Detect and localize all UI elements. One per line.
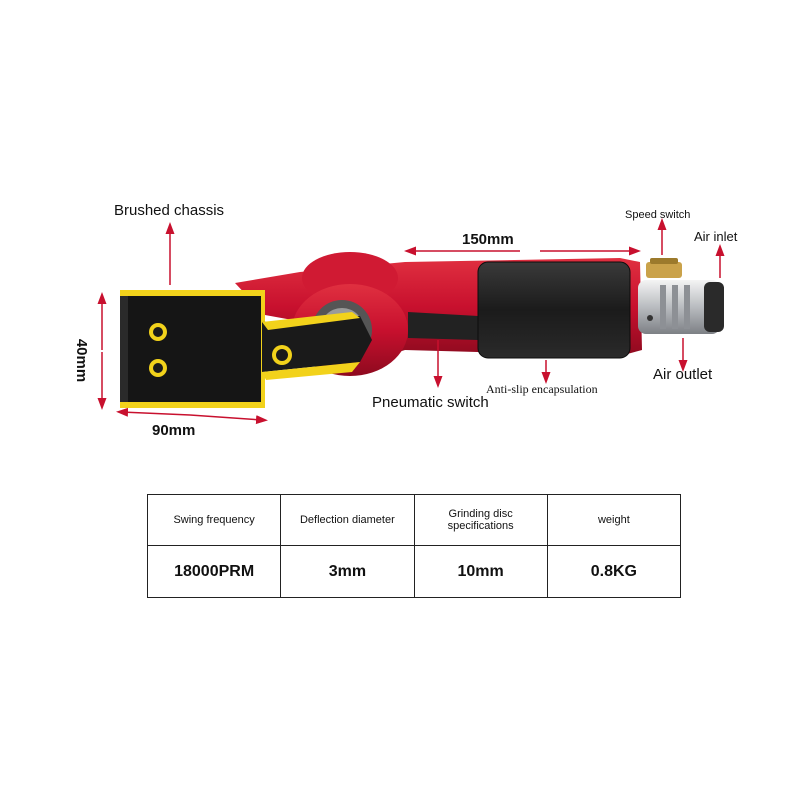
spec-value-row: 18000PRM 3mm 10mm 0.8KG [146, 545, 682, 598]
spec-value-cell: 3mm [280, 545, 415, 598]
label-air-inlet: Air inlet [694, 229, 738, 244]
label-brushed-chassis: Brushed chassis [114, 202, 225, 219]
label-speed-switch: Speed switch [625, 209, 691, 221]
width-arrow-left [116, 407, 191, 417]
air-inlet-fitting [638, 280, 724, 334]
label-width-90mm: 90mm [152, 422, 196, 439]
anti-slip-grip [477, 261, 631, 359]
label-air-outlet: Air outlet [653, 366, 713, 383]
label-anti-slip-encapsulation: Anti-slip encapsulation [486, 382, 598, 396]
spec-header-cell: Deflection diameter [280, 494, 415, 546]
label-height-40mm: 40mm [73, 338, 91, 383]
spec-header-cell: weight [546, 494, 682, 546]
pneumatic-switch-lever [408, 312, 494, 340]
label-pneumatic-switch: Pneumatic switch [372, 394, 489, 411]
spec-header-cell: Swing frequency [146, 494, 282, 546]
speed-switch-knob [646, 258, 682, 278]
spec-header-row: Swing frequency Deflection diameter Grin… [146, 494, 682, 546]
sanding-pad [120, 290, 372, 408]
spec-value-cell: 10mm [413, 545, 548, 598]
width-arrow-right [189, 414, 268, 425]
label-length-150mm: 150mm [462, 231, 514, 248]
spec-header-cell: Grinding disc specifications [413, 494, 548, 546]
spec-value-cell: 18000PRM [146, 545, 282, 598]
spec-value-cell: 0.8KG [546, 545, 682, 598]
spec-table: Swing frequency Deflection diameter Grin… [146, 494, 682, 598]
annotation-arrows [97, 218, 725, 425]
